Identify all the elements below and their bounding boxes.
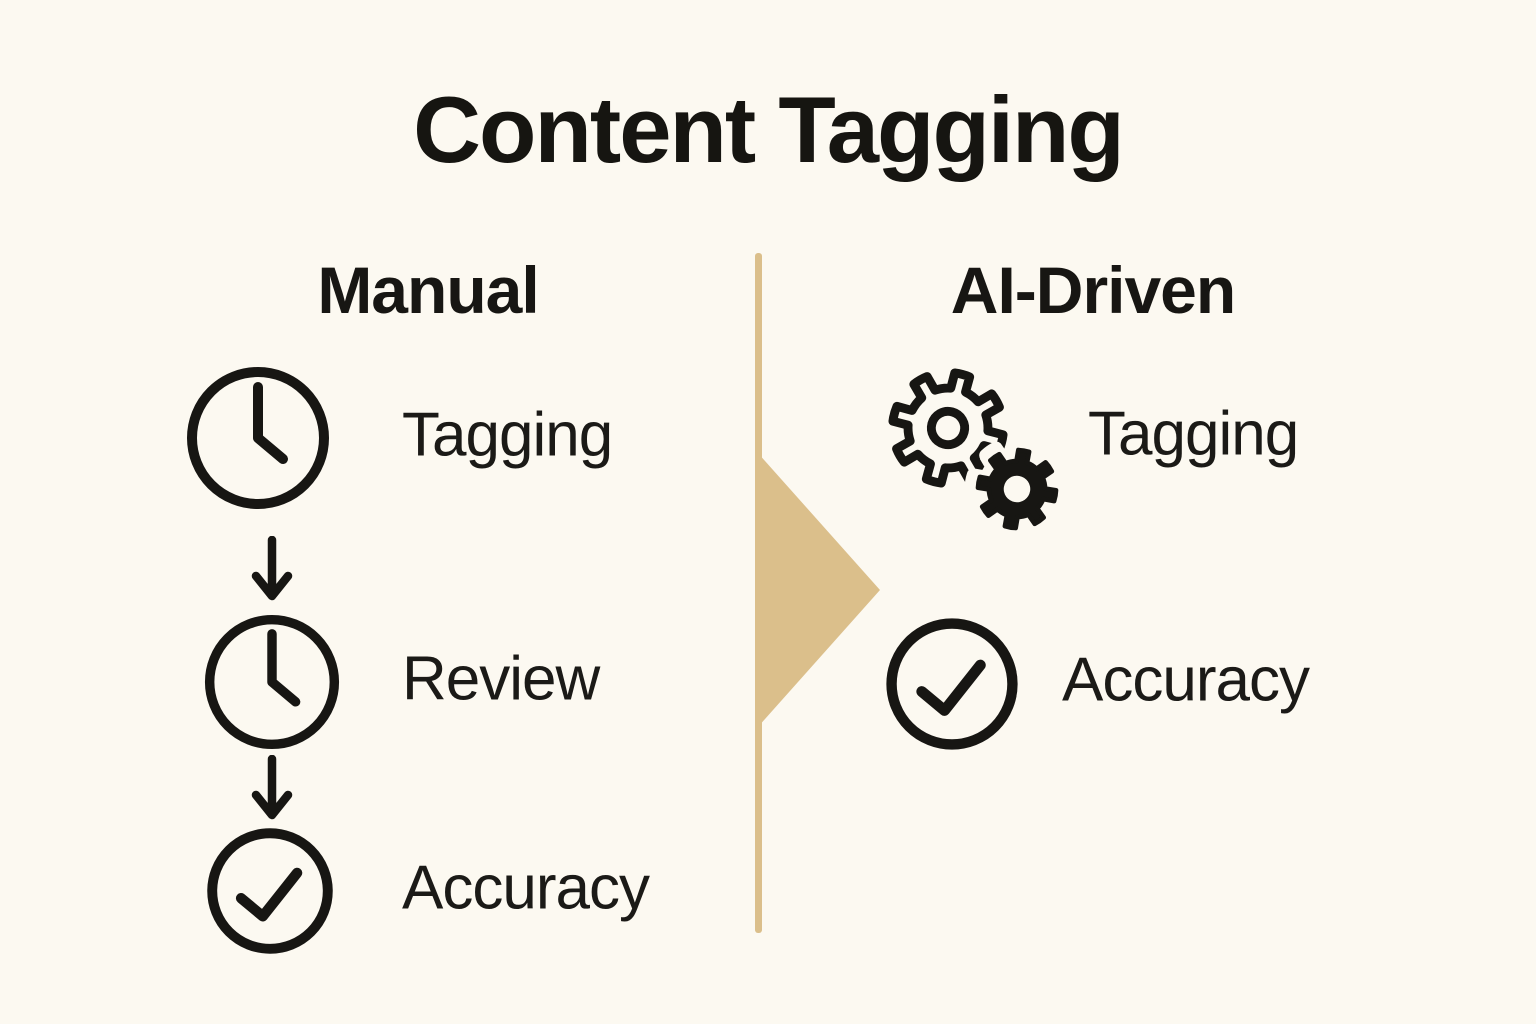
check-circle-icon bbox=[886, 618, 1018, 750]
arrow-down-icon bbox=[251, 536, 293, 601]
page-title: Content Tagging bbox=[413, 77, 1125, 182]
step-label-ai-tagging: Tagging bbox=[1088, 399, 1299, 469]
step-label-manual-accuracy: Accuracy bbox=[402, 853, 650, 923]
step-label-ai-accuracy: Accuracy bbox=[1062, 645, 1310, 715]
gears-icon bbox=[888, 368, 1068, 542]
step-label-manual-review: Review bbox=[402, 644, 600, 714]
step-label-manual-tagging: Tagging bbox=[402, 400, 613, 470]
clock-icon bbox=[204, 614, 340, 750]
arrow-down-icon bbox=[251, 755, 293, 820]
clock-icon bbox=[187, 367, 329, 509]
column-header-ai-driven: AI-Driven bbox=[950, 253, 1236, 327]
divider-arrow-triangle bbox=[757, 452, 880, 728]
check-circle-icon bbox=[207, 828, 333, 954]
column-header-manual: Manual bbox=[317, 253, 539, 327]
